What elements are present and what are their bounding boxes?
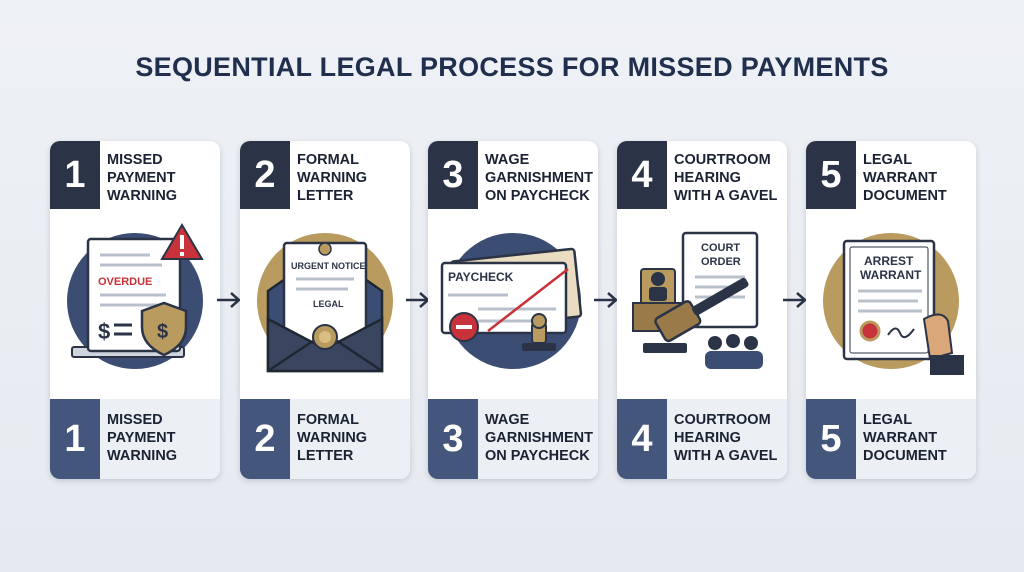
step-label-top: LEGAL WARRANT DOCUMENT xyxy=(863,152,947,204)
step-label-top: WAGE GARNISHMENT ON PAYCHECK xyxy=(485,152,593,204)
step-footer: 1 MISSED PAYMENT WARNING xyxy=(50,399,220,479)
svg-text:$: $ xyxy=(157,321,168,343)
step-card-2: 2 FORMAL WARNING LETTER URGENT NOTICE LE… xyxy=(240,141,410,479)
arrow-right-icon xyxy=(783,292,807,308)
step-number-top: 3 xyxy=(428,141,478,209)
overdue-bill-icon: OVERDUE $ $ xyxy=(67,223,204,369)
arrest-warrant-icon: ARREST WARRANT xyxy=(823,233,964,375)
svg-text:$: $ xyxy=(98,319,110,344)
step-label-top: MISSED PAYMENT WARNING xyxy=(107,152,178,204)
step-number-top: 2 xyxy=(240,141,290,209)
step-number-top: 5 xyxy=(806,141,856,209)
step-footer: 3 WAGE GARNISHMENT ON PAYCHECK xyxy=(428,399,598,479)
warrant-text: WARRANT xyxy=(860,268,922,282)
legal-text: LEGAL xyxy=(313,299,344,309)
step-number-bottom: 1 xyxy=(50,399,100,479)
paycheck-icon: PAYCHECK xyxy=(440,233,583,369)
arrow-right-icon xyxy=(594,292,618,308)
step-label-top: FORMAL WARNING LETTER xyxy=(297,152,368,204)
step-card-5: 5 LEGAL WARRANT DOCUMENT ARREST WARRANT … xyxy=(806,141,976,479)
page-title: SEQUENTIAL LEGAL PROCESS FOR MISSED PAYM… xyxy=(135,52,889,82)
step-label-bottom: MISSED PAYMENT WARNING xyxy=(107,412,178,464)
step-card-1: 1 MISSED PAYMENT WARNING OVERDUE $ $ 1 M… xyxy=(50,141,220,479)
step-label-bottom: COURTROOM HEARING WITH A GAVEL xyxy=(674,412,778,464)
step-label-top: COURTROOM HEARING WITH A GAVEL xyxy=(674,152,778,204)
arrow-right-icon xyxy=(217,292,241,308)
step-footer: 5 LEGAL WARRANT DOCUMENT xyxy=(806,399,976,479)
step-number-bottom: 4 xyxy=(617,399,667,479)
step-number-bottom: 5 xyxy=(806,399,856,479)
arrest-text: ARREST xyxy=(864,254,914,268)
step-card-4: 4 COURTROOM HEARING WITH A GAVEL COURT O… xyxy=(617,141,787,479)
step-number-bottom: 2 xyxy=(240,399,290,479)
order-text: ORDER xyxy=(701,256,741,268)
overdue-text: OVERDUE xyxy=(98,276,152,288)
step-label-bottom: FORMAL WARNING LETTER xyxy=(297,412,368,464)
warning-letter-envelope-icon: URGENT NOTICE LEGAL xyxy=(257,233,393,373)
step-footer: 2 FORMAL WARNING LETTER xyxy=(240,399,410,479)
step-label-bottom: WAGE GARNISHMENT ON PAYCHECK xyxy=(485,412,593,464)
step-number-bottom: 3 xyxy=(428,399,478,479)
urgent-notice-text: URGENT NOTICE xyxy=(291,261,366,271)
step-footer: 4 COURTROOM HEARING WITH A GAVEL xyxy=(617,399,787,479)
step-label-bottom: LEGAL WARRANT DOCUMENT xyxy=(863,412,947,464)
step-number-top: 4 xyxy=(617,141,667,209)
paycheck-text: PAYCHECK xyxy=(448,270,514,284)
step-number-top: 1 xyxy=(50,141,100,209)
gavel-courtroom-icon: COURT ORDER xyxy=(632,231,763,369)
step-card-3: 3 WAGE GARNISHMENT ON PAYCHECK PAYCHECK … xyxy=(428,141,598,479)
court-text: COURT xyxy=(701,242,740,254)
